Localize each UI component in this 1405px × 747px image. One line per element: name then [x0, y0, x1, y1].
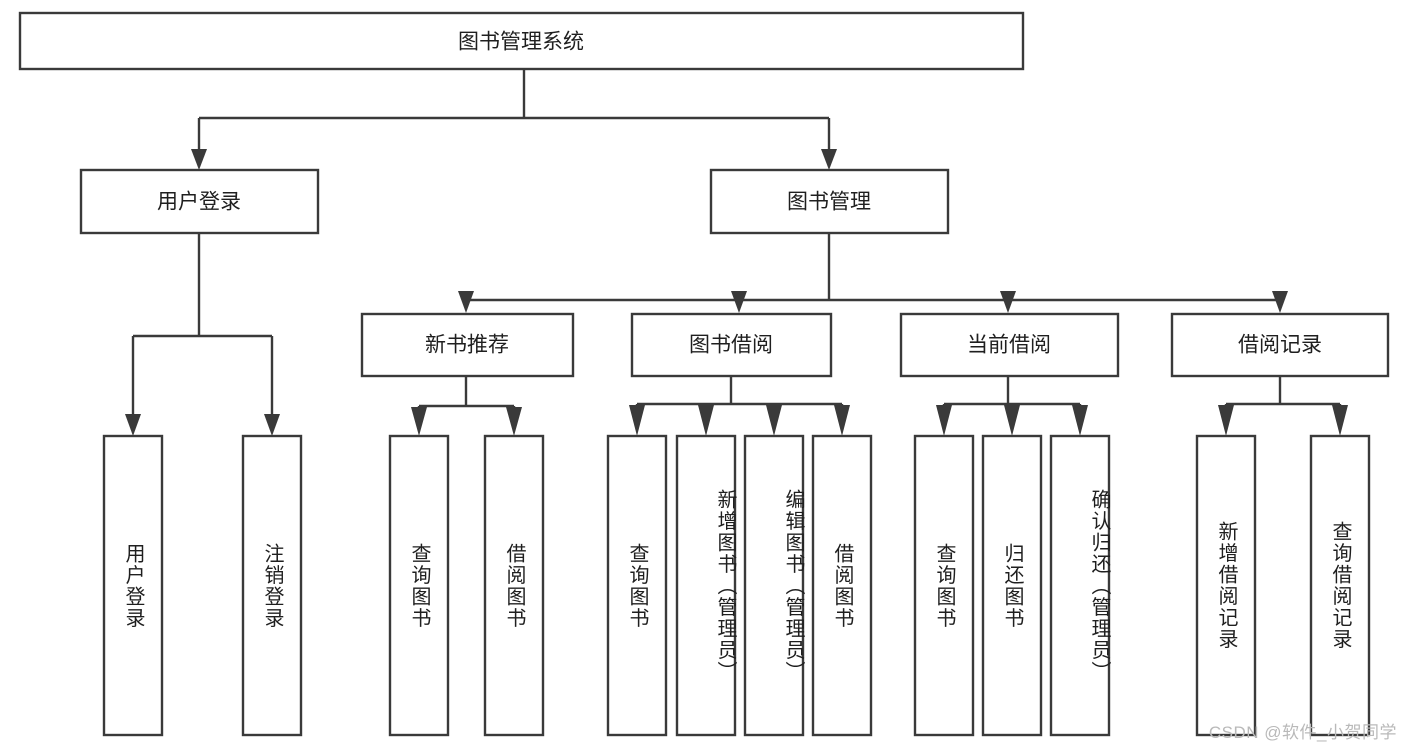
node-borrow-record-label: 借阅记录	[1238, 334, 1322, 357]
node-book-manage[interactable]: 图书管理	[709, 168, 950, 235]
node-leaf-borrow-book-1-box[interactable]	[483, 434, 545, 737]
node-borrow-record-box[interactable]	[1170, 312, 1390, 378]
arrow-head-new-book-rec	[458, 291, 474, 313]
arrow-head-leaf-query-book-1	[411, 407, 427, 436]
arrow-head-leaf-logout	[264, 414, 280, 436]
node-user-login-box[interactable]	[79, 168, 320, 235]
connector-group-new-book-rec	[411, 376, 522, 436]
node-leaf-add-book-box[interactable]	[675, 434, 737, 737]
connector-group-book-borrow	[629, 376, 850, 436]
node-book-borrow[interactable]: 图书借阅	[630, 312, 833, 378]
node-current-borrow-label: 当前借阅	[967, 334, 1051, 357]
arrow-head-borrow-record	[1272, 291, 1288, 313]
arrow-head-leaf-user-login	[125, 414, 141, 436]
arrow-head-leaf-confirm-return	[1072, 405, 1088, 436]
node-user-login[interactable]: 用户登录	[79, 168, 320, 235]
node-new-book-rec-box[interactable]	[360, 312, 575, 378]
csdn-watermark: CSDN @软件_小贺同学	[1208, 723, 1397, 742]
arrow-head-leaf-add-book	[698, 405, 714, 436]
node-leaf-query-book-1-box[interactable]	[388, 434, 450, 737]
node-book-borrow-label: 图书借阅	[689, 334, 773, 357]
connector-group-book-manage	[458, 232, 1288, 313]
arrow-head-leaf-borrow-book-1	[506, 407, 522, 436]
arrow-head-leaf-query-record	[1332, 405, 1348, 436]
arrow-head-book-manage	[821, 149, 837, 170]
arrow-head-leaf-query-book-2	[629, 405, 645, 436]
connector-group-user-login	[125, 233, 280, 436]
connector-group-current-borrow	[936, 376, 1088, 436]
node-root[interactable]: 图书管理系统	[18, 11, 1025, 71]
node-leaf-query-record-box[interactable]	[1309, 434, 1371, 737]
node-leaf-borrow-book-2-box[interactable]	[811, 434, 873, 737]
connector-group-borrow-record	[1218, 376, 1348, 436]
node-leaf-return-book-box[interactable]	[981, 434, 1043, 737]
node-root-label: 图书管理系统	[458, 31, 584, 54]
arrow-head-leaf-query-book-3	[936, 405, 952, 436]
node-book-manage-label: 图书管理	[787, 191, 871, 214]
node-new-book-rec-label: 新书推荐	[425, 334, 509, 357]
node-leaf-query-book-3-box[interactable]	[913, 434, 975, 737]
arrow-head-leaf-borrow-book-2	[834, 405, 850, 436]
node-leaf-confirm-return-box[interactable]	[1049, 434, 1111, 737]
arrow-head-leaf-return-book	[1004, 405, 1020, 436]
node-root-box[interactable]	[18, 11, 1025, 71]
arrow-head-leaf-add-record	[1218, 405, 1234, 436]
arrow-head-current-borrow	[1000, 291, 1016, 313]
arrow-head-leaf-edit-book	[766, 405, 782, 436]
node-user-login-label: 用户登录	[157, 191, 241, 214]
node-leaf-user-login-box[interactable]	[102, 434, 164, 737]
arrow-head-book-borrow	[731, 291, 747, 313]
node-leaf-logout-box[interactable]	[241, 434, 303, 737]
node-borrow-record[interactable]: 借阅记录	[1170, 312, 1390, 378]
node-leaf-query-book-2-box[interactable]	[606, 434, 668, 737]
node-book-borrow-box[interactable]	[630, 312, 833, 378]
node-new-book-rec[interactable]: 新书推荐	[360, 312, 575, 378]
connector-group-root	[191, 69, 837, 170]
node-current-borrow[interactable]: 当前借阅	[899, 312, 1120, 378]
node-leaf-edit-book-box[interactable]	[743, 434, 805, 737]
node-leaf-add-record-box[interactable]	[1195, 434, 1257, 737]
node-book-manage-box[interactable]	[709, 168, 950, 235]
arrow-head-user-login	[191, 149, 207, 170]
node-current-borrow-box[interactable]	[899, 312, 1120, 378]
